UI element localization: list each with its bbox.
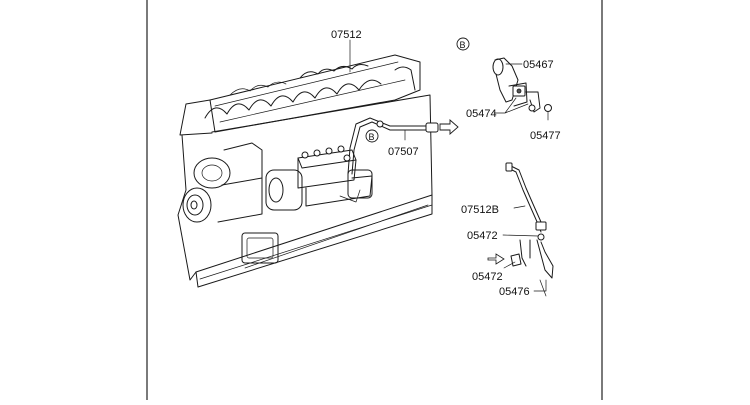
harness-07512b — [505, 162, 547, 241]
harness-07512 — [204, 39, 382, 119]
label-05476: 05476 — [499, 286, 530, 298]
callout-b-circle — [365, 129, 379, 143]
label-05474: 05474 — [466, 108, 497, 120]
callout-b-label: B — [369, 132, 375, 142]
label-05472-upper: 05472 — [467, 230, 498, 242]
view-b-label: B — [460, 40, 466, 50]
label-05477: 05477 — [530, 130, 561, 142]
cable-07507 — [343, 117, 439, 175]
arrow-connector — [439, 119, 459, 135]
label-07507: 07507 — [388, 146, 419, 158]
pulley — [182, 187, 212, 223]
lower-bracket — [510, 239, 554, 297]
engine-illustration — [177, 54, 433, 288]
label-07512: 07512 — [331, 29, 362, 41]
arrow-lower — [487, 253, 505, 265]
view-b-circle — [456, 37, 470, 51]
injection-pump — [265, 145, 373, 211]
label-05467: 05467 — [523, 59, 554, 71]
label-07512b: 07512B — [461, 204, 499, 216]
label-05472-lower: 05472 — [472, 271, 503, 283]
bracket-assembly — [492, 57, 552, 121]
